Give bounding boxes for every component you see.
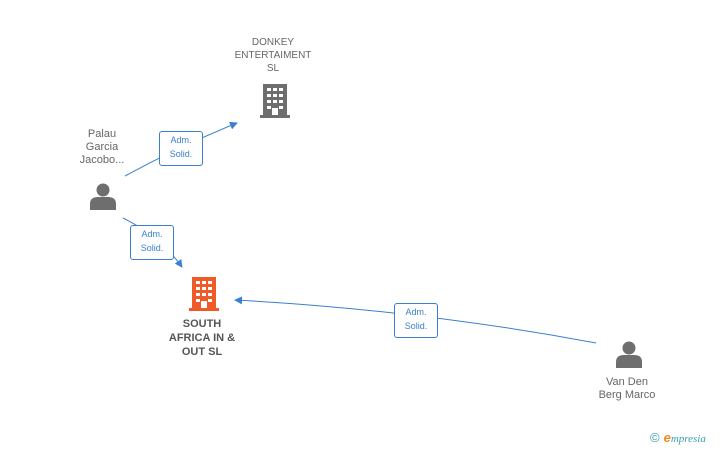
edge-label-palau-south-africa: Adm. Solid. [130, 225, 174, 260]
building-icon[interactable] [260, 84, 290, 118]
brand-logo-e: e [663, 430, 671, 445]
person-icon[interactable] [616, 341, 642, 369]
person-icon[interactable] [90, 183, 116, 211]
edge-label-van-den-berg-south-africa: Adm. Solid. [394, 303, 438, 338]
node-label-south-africa-in-out[interactable]: SOUTH AFRICA IN & OUT SL [168, 318, 236, 358]
node-label-donkey-entertaiment[interactable]: DONKEY ENTERTAIMENT SL [234, 37, 312, 74]
brand-logo-text: mpresia [670, 433, 706, 445]
copyright-watermark: ©empresia [650, 430, 706, 445]
node-label-palau-garcia-jacobo[interactable]: Palau Garcia Jacobo... [79, 128, 125, 166]
building-icon[interactable] [189, 277, 219, 311]
copyright-icon: © [650, 430, 660, 445]
edge-label-palau-donkey: Adm. Solid. [159, 131, 203, 166]
node-label-van-den-berg-marco[interactable]: Van Den Berg Marco [598, 376, 656, 401]
